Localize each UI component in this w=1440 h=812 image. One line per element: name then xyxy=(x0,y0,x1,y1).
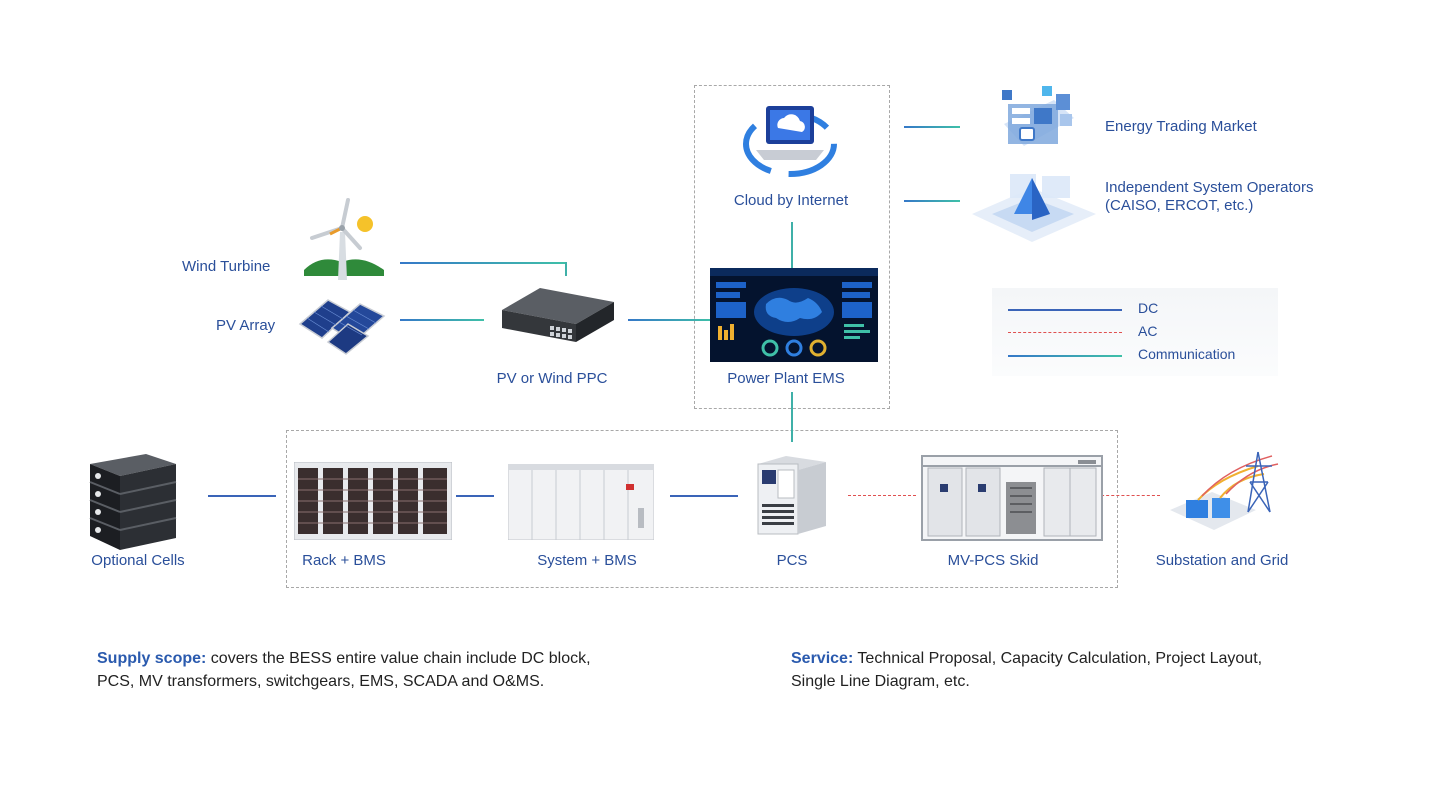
skid-label: MV-PCS Skid xyxy=(947,552,1039,569)
connector-cells-rack xyxy=(208,495,276,497)
legend: DC AC Communication xyxy=(992,288,1278,376)
connector-skid-grid xyxy=(1096,495,1160,496)
cloud-label: Cloud by Internet xyxy=(733,192,849,209)
service-note: Service: Technical Proposal, Capacity Ca… xyxy=(791,647,1262,693)
cloud-laptop-icon xyxy=(743,106,837,177)
connector-wind-ppc xyxy=(400,262,566,264)
cells-label: Optional Cells xyxy=(91,552,185,569)
pv-array-label: PV Array xyxy=(216,317,276,334)
legend-comm-label: Communication xyxy=(1138,346,1236,362)
service-text1: Technical Proposal, Capacity Calculation… xyxy=(853,650,1263,667)
ems-label: Power Plant EMS xyxy=(727,370,845,387)
mv-pcs-skid-icon xyxy=(921,455,1103,541)
substation-grid-icon xyxy=(1170,451,1279,530)
energy-trading-icon xyxy=(1002,86,1074,146)
connector-ems-pcs xyxy=(791,392,793,442)
connector-pcs-skid xyxy=(848,495,916,496)
network-switch-icon xyxy=(502,288,614,342)
ems-dashboard-screen-icon xyxy=(710,268,878,362)
connector-ems-energy-trading xyxy=(904,126,960,128)
legend-comm-swatch xyxy=(1008,355,1122,357)
connector-ems-iso xyxy=(904,200,960,202)
wind-turbine-icon xyxy=(304,198,384,280)
supply-scope-text2: PCS, MV transformers, switchgears, EMS, … xyxy=(97,673,545,690)
battery-cells-icon xyxy=(89,454,177,550)
iso-label-line2: (CAISO, ERCOT, etc.) xyxy=(1105,197,1254,214)
grid-label: Substation and Grid xyxy=(1155,552,1289,569)
wind-turbine-label: Wind Turbine xyxy=(182,258,271,275)
bess-group-box xyxy=(286,430,1118,588)
connector-wind-ppc-drop xyxy=(565,262,567,276)
rack-label: Rack + BMS xyxy=(302,552,386,569)
connector-cloud-ems xyxy=(791,222,793,268)
ppc-label: PV or Wind PPC xyxy=(496,370,608,387)
legend-dc-swatch xyxy=(1008,309,1122,311)
connector-system-pcs xyxy=(670,495,738,497)
connector-rack-system xyxy=(456,495,494,497)
legend-dc-label: DC xyxy=(1138,300,1159,316)
legend-ac-swatch xyxy=(1008,332,1122,333)
legend-ac-label: AC xyxy=(1138,323,1158,339)
service-title: Service: xyxy=(791,650,854,667)
system-label: System + BMS xyxy=(537,552,637,569)
connector-pv-ppc xyxy=(400,319,484,321)
system-operator-pyramid-icon xyxy=(972,174,1096,242)
service-text2: Single Line Diagram, etc. xyxy=(791,673,970,690)
solar-panel-icon xyxy=(298,299,386,355)
service-line1: Service: Technical Proposal, Capacity Ca… xyxy=(791,647,1262,670)
supply-scope-text1: covers the BESS entire value chain inclu… xyxy=(206,650,591,667)
pcs-cabinet-icon xyxy=(757,456,826,535)
iso-label-line1: Independent System Operators xyxy=(1105,179,1314,196)
battery-rack-icon xyxy=(294,462,452,540)
battery-container-icon xyxy=(508,464,654,540)
supply-scope-line1: Supply scope: covers the BESS entire val… xyxy=(97,647,591,670)
pcs-label: PCS xyxy=(776,552,808,569)
energy-trading-label: Energy Trading Market xyxy=(1105,118,1257,135)
connector-ppc-ems xyxy=(628,319,712,321)
supply-scope-note: Supply scope: covers the BESS entire val… xyxy=(97,647,591,693)
supply-scope-title: Supply scope: xyxy=(97,650,207,667)
